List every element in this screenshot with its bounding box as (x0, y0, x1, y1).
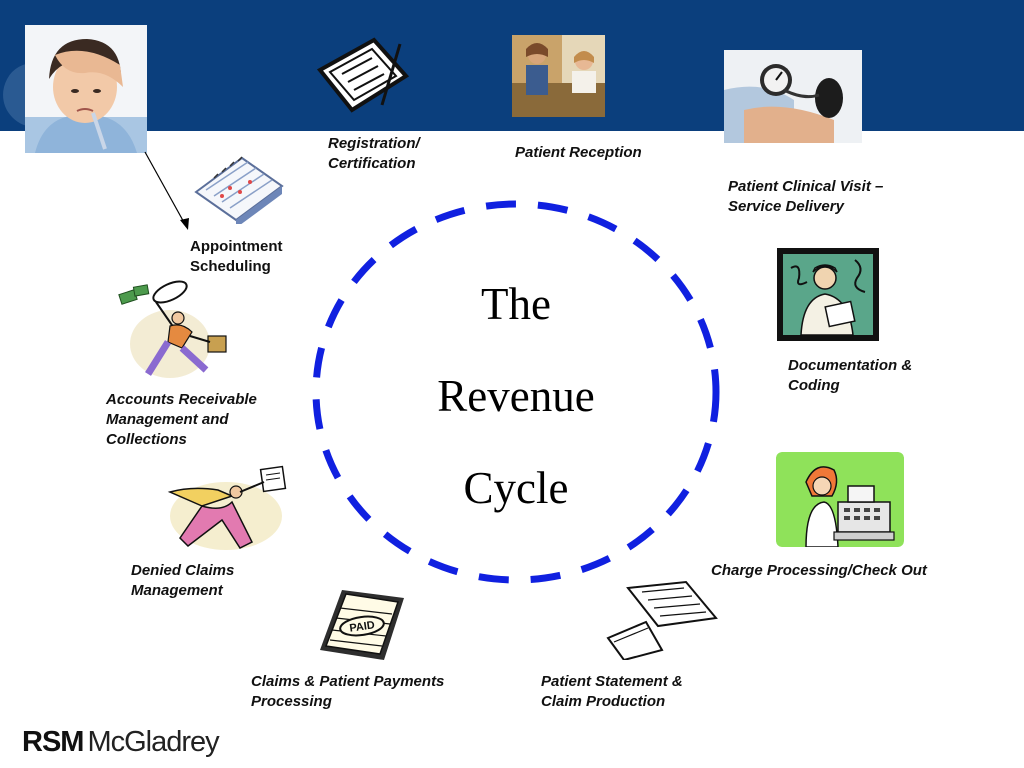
center-title-line-1: The (481, 279, 551, 329)
label-denied-claims-line-2: Management (131, 582, 223, 599)
accounts-receivable-runner-icon (118, 280, 227, 378)
label-documentation: Documentation & Coding (788, 356, 912, 396)
label-claims-payments-line-2: Processing (251, 693, 332, 710)
label-accounts-receivable-line-3: Collections (106, 431, 187, 448)
label-charge-processing: Charge Processing/Check Out (711, 562, 927, 579)
label-appointment-line-2: Scheduling (190, 258, 271, 275)
label-registration-line-2: Certification (328, 155, 416, 172)
logo-mcgladrey-text: McGladrey (87, 726, 219, 758)
label-claims-payments-line-1: Claims & Patient Payments (251, 673, 445, 690)
center-title-line-2: Revenue (437, 371, 595, 421)
documentation-coding-icon (777, 248, 879, 341)
label-patient-reception: Patient Reception (515, 144, 642, 161)
label-appointment-line-1: Appointment (190, 238, 283, 255)
logo-rsm-text: RSM (22, 726, 84, 758)
label-patient-statement-line-1: Patient Statement & (541, 673, 683, 690)
label-patient-statement: Patient Statement & Claim Production (541, 672, 683, 712)
sick-child-photo (25, 25, 147, 153)
label-patient-statement-line-2: Claim Production (541, 693, 666, 710)
charge-processing-cash-register-icon (776, 452, 904, 547)
arrow-to-appointment (144, 151, 189, 230)
label-registration: Registration/ Certification (328, 134, 420, 174)
label-accounts-receivable: Accounts Receivable Management and Colle… (106, 390, 257, 450)
center-title-line-3: Cycle (463, 463, 569, 513)
label-appointment: Appointment Scheduling (190, 237, 282, 277)
label-accounts-receivable-line-1: Accounts Receivable (106, 391, 257, 408)
clinical-visit-photo (724, 50, 862, 143)
patient-reception-photo (512, 35, 605, 117)
label-registration-line-1: Registration/ (328, 135, 420, 152)
label-documentation-line-2: Coding (788, 377, 840, 394)
paid-claim-sheet-icon: PAID (320, 590, 404, 660)
label-denied-claims-line-1: Denied Claims (131, 562, 235, 579)
label-accounts-receivable-line-2: Management and (106, 411, 229, 428)
label-claims-payments: Claims & Patient Payments Processing (251, 672, 444, 712)
label-clinical-visit-line-1: Patient Clinical Visit – (728, 178, 884, 195)
paid-stamp-text: PAID (349, 619, 376, 634)
label-documentation-line-1: Documentation & (788, 357, 913, 374)
label-clinical-visit-line-2: Service Delivery (728, 198, 844, 215)
label-denied-claims: Denied Claims Management (131, 561, 234, 601)
patient-statement-invoice-icon (606, 580, 718, 660)
registration-notepad-icon (316, 37, 410, 113)
denied-claims-runner-icon (167, 465, 287, 550)
revenue-cycle-dashed-circle (312, 200, 720, 584)
calendar-icon (194, 156, 284, 224)
label-clinical-visit: Patient Clinical Visit – Service Deliver… (728, 177, 883, 217)
